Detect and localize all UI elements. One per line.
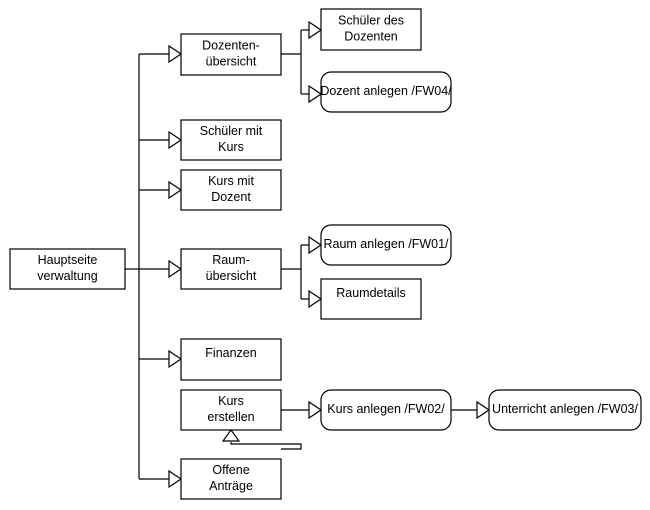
node-label-line: Kurs — [218, 394, 244, 408]
connector-subtrunk-to-raumdetails — [301, 289, 323, 309]
node-hauptseite[interactable]: Hauptseite verwaltung — [9, 248, 126, 290]
node-label: Hauptseite verwaltung — [37, 253, 97, 283]
arrow-head-icon — [308, 400, 323, 420]
node-finanzen[interactable]: Finanzen — [180, 338, 282, 381]
node-label-line: Hauptseite — [38, 253, 98, 267]
node-label-line: Raumdetails — [336, 286, 405, 300]
node-box[interactable] — [320, 71, 452, 113]
node-label-line: übersicht — [206, 55, 257, 69]
node-label: Finanzen — [205, 346, 256, 360]
node-label-line: Schüler mit — [200, 124, 263, 138]
node-raumdetails[interactable]: Raumdetails — [320, 278, 422, 320]
node-label-line: Finanzen — [205, 346, 256, 360]
connector-trunk-to-kurs-mit-dozent — [139, 180, 183, 200]
connector-offene-antraege-to-kurs-erstellen — [221, 428, 302, 450]
node-label-line: Unterricht anlegen /FW03/ — [492, 402, 638, 416]
node-kurs-erstellen[interactable]: Kurs erstellen — [180, 389, 282, 431]
node-box[interactable] — [320, 224, 452, 266]
connector-trunk-to-raumuebersicht — [139, 259, 183, 279]
node-box[interactable] — [180, 338, 282, 381]
connector-subtrunk-to-dozent-anlegen — [301, 84, 323, 104]
node-label-line: Raum anlegen /FW01/ — [323, 237, 449, 251]
arrow-head-icon — [168, 349, 183, 369]
node-raum-anlegen[interactable]: Raum anlegen /FW01/ — [320, 224, 452, 266]
node-kurs-anlegen[interactable]: Kurs anlegen /FW02/ — [320, 389, 452, 431]
node-box[interactable] — [180, 389, 282, 431]
node-dozent-anlegen[interactable]: Dozent anlegen /FW04/ — [320, 71, 452, 113]
connector-subtrunk-to-raum-anlegen — [301, 235, 323, 255]
connector-subtrunk-to-schueler-des-dozenten — [301, 20, 323, 40]
node-label: Raum anlegen /FW01/ — [323, 237, 449, 251]
node-label: Raumdetails — [336, 286, 405, 300]
connector-trunk-to-schueler-mit-kurs — [139, 130, 183, 150]
node-label-line: übersicht — [206, 269, 257, 283]
node-label-line: Offene — [212, 463, 249, 477]
node-label: Kurs anlegen /FW02/ — [327, 402, 445, 416]
arrow-head-icon — [168, 259, 183, 279]
arrow-head-icon — [168, 180, 183, 200]
arrow-head-icon — [168, 469, 183, 489]
node-label: Unterricht anlegen /FW03/ — [492, 402, 638, 416]
arrow-head-icon — [221, 428, 241, 442]
node-label-line: Kurs mit — [208, 174, 254, 188]
node-box[interactable] — [180, 248, 282, 290]
node-box[interactable] — [488, 389, 642, 431]
arrow-head-icon — [308, 84, 323, 104]
arrow-head-icon — [308, 289, 323, 309]
node-box[interactable] — [180, 458, 282, 500]
node-label-line: Schüler des — [338, 14, 404, 28]
arrow-head-icon — [308, 20, 323, 40]
edges-layer — [125, 20, 491, 489]
arrow-head-icon — [308, 235, 323, 255]
node-raumuebersicht[interactable]: Raum-übersicht — [180, 248, 282, 290]
connector-trunk-to-dozentenuebersicht — [139, 44, 183, 64]
node-box[interactable] — [180, 33, 282, 76]
node-box[interactable] — [320, 389, 452, 431]
connector-trunk-to-offene-antraege — [139, 469, 183, 489]
node-box[interactable] — [180, 119, 282, 161]
node-box[interactable] — [320, 8, 422, 51]
node-label: Kurs erstellen — [207, 394, 254, 424]
node-label-line: Raum- — [212, 253, 250, 267]
node-box[interactable] — [180, 169, 282, 211]
node-label-line: Anträge — [209, 479, 253, 493]
node-label-line: Kurs anlegen /FW02/ — [327, 402, 445, 416]
node-label: Raum-übersicht — [206, 253, 257, 283]
node-label-line: Dozent anlegen /FW04/ — [320, 84, 452, 98]
arrow-head-icon — [168, 130, 183, 150]
arrow-head-icon — [476, 400, 491, 420]
connector-kurs-erstellen-to-kurs-anlegen — [281, 400, 323, 420]
connector-line — [230, 442, 302, 450]
connector-trunk-to-finanzen — [139, 349, 183, 369]
node-label-line: Kurs — [218, 140, 244, 154]
node-label: Dozent anlegen /FW04/ — [320, 84, 452, 98]
node-label-line: verwaltung — [37, 269, 97, 283]
arrow-head-icon — [168, 44, 183, 64]
node-label-line: Dozent — [211, 190, 251, 204]
node-label-line: Dozenten — [344, 30, 398, 44]
node-dozentenuebersicht[interactable]: Dozenten-übersicht — [180, 33, 282, 76]
node-label: Dozenten-übersicht — [202, 39, 260, 69]
node-box[interactable] — [9, 248, 126, 290]
connector-kurs-anlegen-to-unterricht-anlegen — [451, 400, 491, 420]
node-label-line: Dozenten- — [202, 39, 260, 53]
node-box[interactable] — [320, 278, 422, 320]
node-unterricht-anlegen[interactable]: Unterricht anlegen /FW03/ — [488, 389, 642, 431]
node-label-line: erstellen — [207, 410, 254, 424]
